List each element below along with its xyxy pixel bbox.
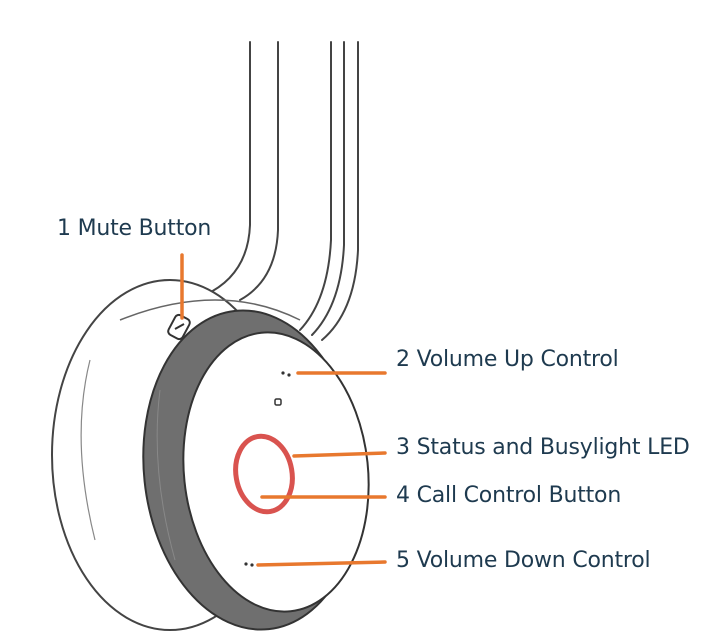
call-control-ring [233, 433, 295, 515]
headband [204, 41, 359, 341]
mute-button-drawing [167, 313, 191, 341]
callout-lines [180, 253, 387, 567]
mute-button-label: 1 Mute Button [57, 216, 212, 241]
volume-down-label: 5 Volume Down Control [396, 548, 651, 573]
volume-up-label: 2 Volume Up Control [396, 347, 619, 372]
call-control-label: 4 Call Control Button [396, 483, 622, 508]
callout-line-led [292, 451, 387, 458]
status-led-label: 3 Status and Busylight LED [396, 435, 690, 460]
callout-line-volume-down [256, 560, 387, 567]
